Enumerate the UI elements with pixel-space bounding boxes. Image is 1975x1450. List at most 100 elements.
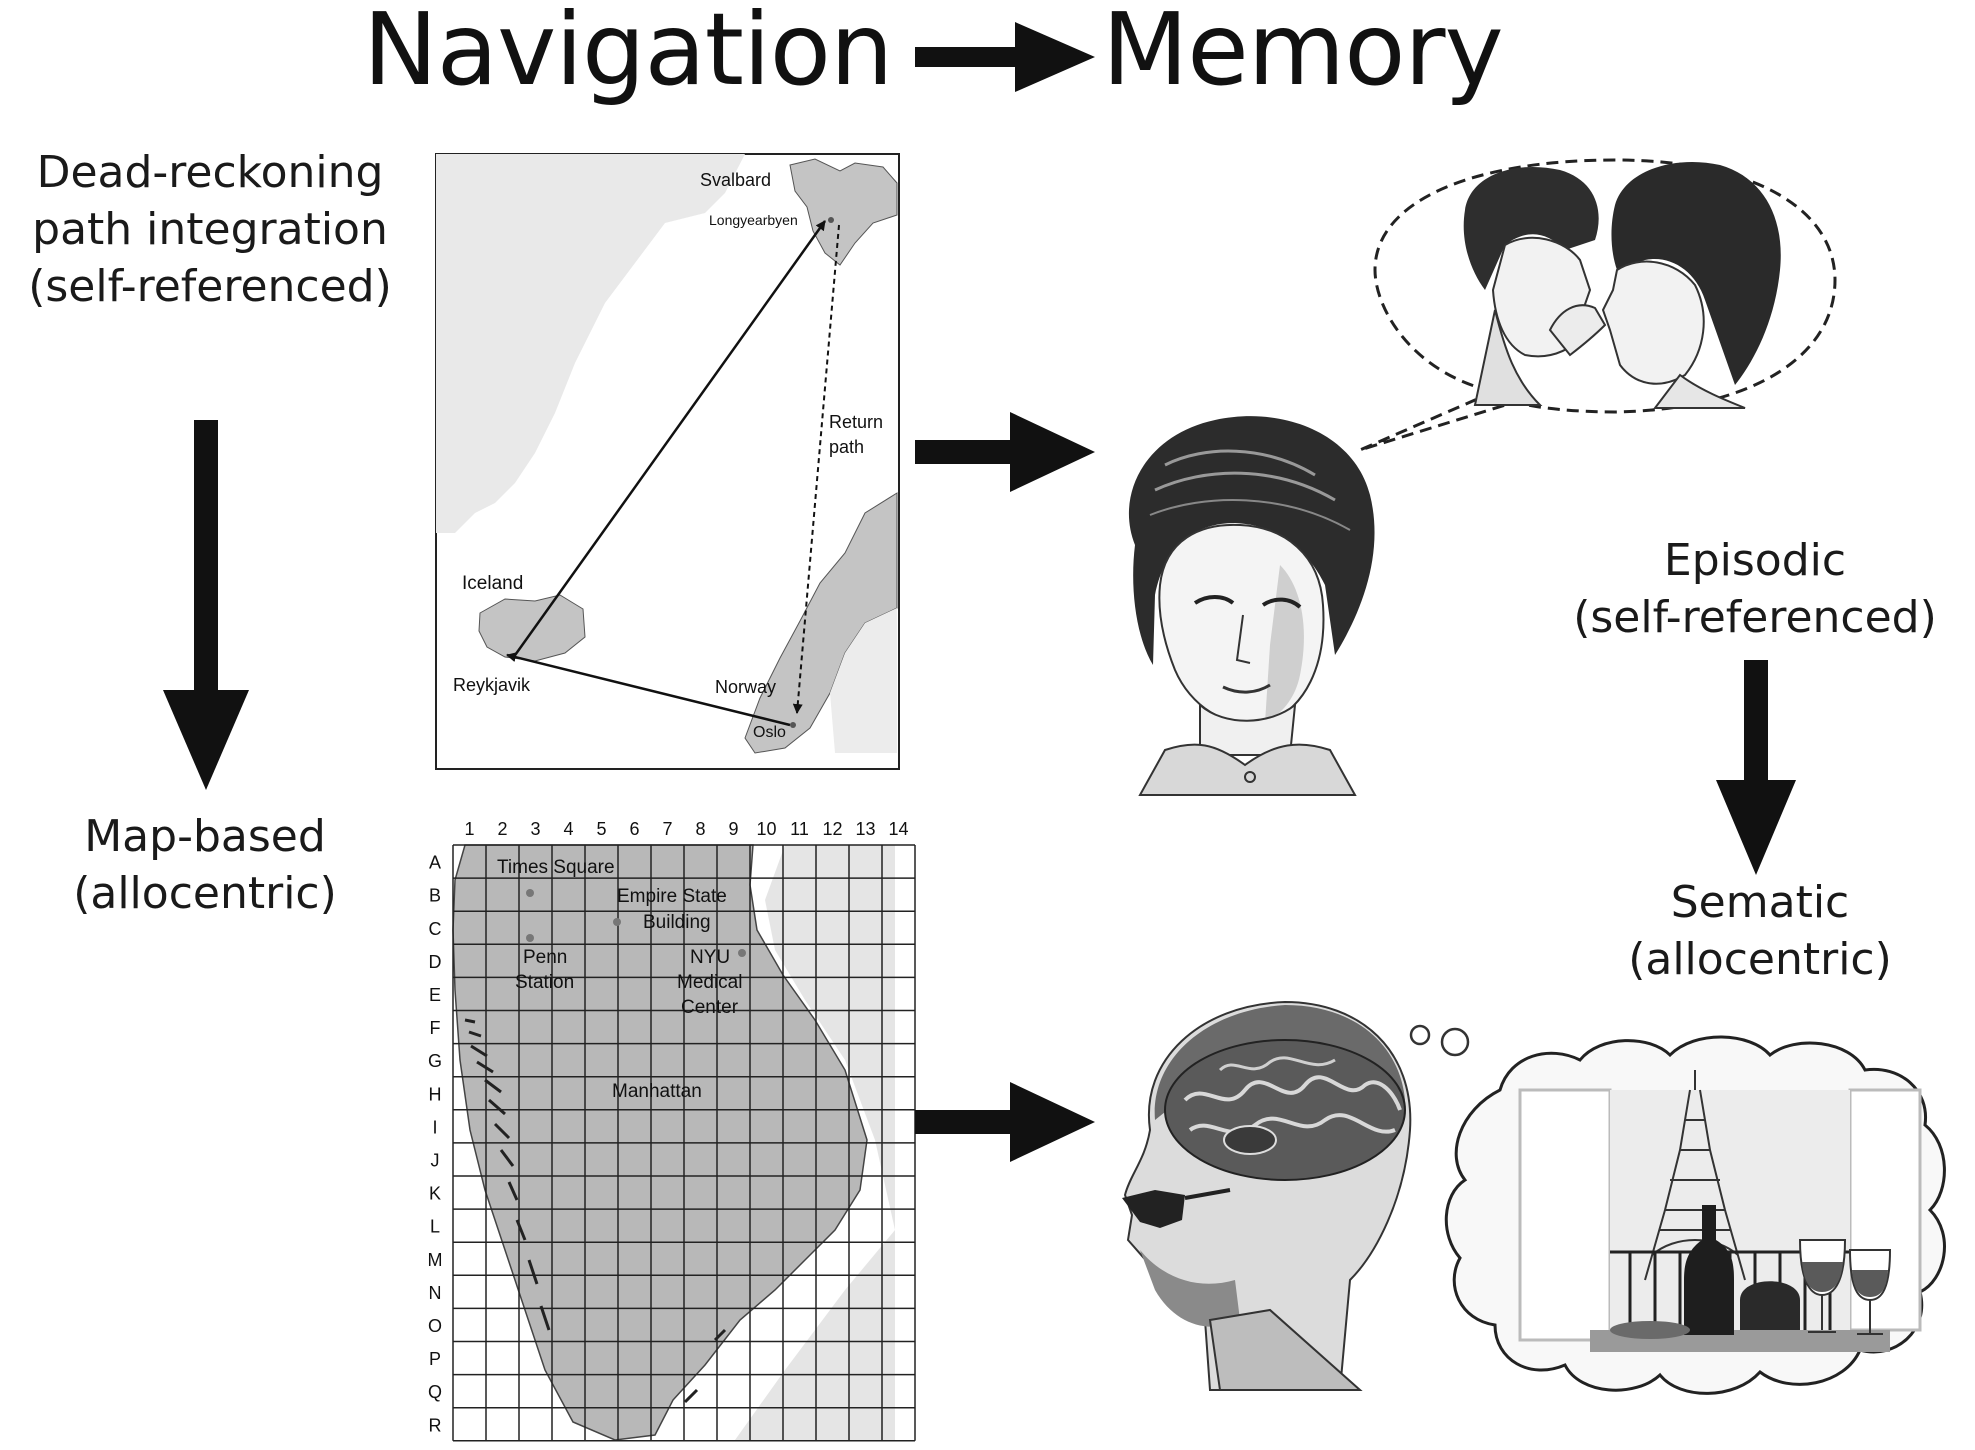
map-based-line-1: Map-based [84,811,326,862]
nyu-label-1: NYU [690,947,730,968]
kiss-right-hair [1611,161,1781,385]
window-left-frame [1518,1088,1612,1342]
norway-label: Norway [715,677,776,697]
wine-bottle [1684,1205,1734,1335]
chair [1740,1281,1800,1330]
penn-station-label-2: Station [515,972,574,993]
longyearbyen-dot [828,217,834,223]
grid-column-label: 4 [563,819,573,839]
dead-reckoning-line-2: path integration [32,204,388,255]
grid-lines [452,844,916,1442]
grid-column-label: 12 [822,819,842,839]
greenland-shape [436,154,745,533]
grid-column-label: 8 [695,819,705,839]
kiss-right-face [1601,260,1705,385]
grid-column-label: 13 [855,819,875,839]
grid-row-label: F [430,1018,441,1038]
oslo-dot [790,722,796,728]
memory-title: Memory [1102,0,1504,108]
oslo-label: Oslo [753,724,786,741]
kiss-left-hair [1463,166,1599,290]
nyu-dot [738,949,746,957]
reykjavik-label: Reykjavik [453,675,531,695]
navigation-title: Navigation [363,0,893,108]
thought-dot-medium [1440,1027,1470,1057]
episodic-thought-bubble [1359,158,1837,452]
iceland-label: Iceland [462,573,523,594]
grid-column-label: 11 [790,819,809,839]
man-with-brain-illustration [1122,1000,1470,1391]
nyu-label-3: Center [681,997,739,1018]
grid-row-label: J [431,1150,440,1170]
man-collar [1208,1308,1363,1391]
episodic-label: Episodic (self-referenced) [1535,532,1975,646]
grid-column-label: 1 [464,819,474,839]
wine-glass-left [1798,1239,1847,1333]
dead-reckoning-label: Dead-reckoning path integration (self-re… [10,144,410,315]
semantic-line-2: (allocentric) [1628,934,1892,985]
map-based-line-2: (allocentric) [73,868,337,919]
grid-row-label: G [428,1051,442,1071]
dead-reckoning-line-1: Dead-reckoning [36,147,384,198]
return-path-label-1: Return [829,412,883,432]
episodic-line-1: Episodic [1663,535,1847,586]
grid-row-label: R [429,1415,442,1435]
longyearbyen-label: Longyearbyen [709,212,798,228]
man-beard [1140,1250,1240,1327]
grid-row-label: Q [428,1382,442,1402]
grid-column-label: 7 [662,819,672,839]
woman-eye-right [1261,597,1302,609]
sweden-shape [830,608,897,753]
nordic-map: Svalbard Longyearbyen Return path Icelan… [435,153,900,770]
east-shore-shape [735,845,895,1440]
man-sunglasses [1122,1190,1185,1228]
grid-row-label: C [429,919,442,939]
grid-column-label: 9 [728,819,738,839]
manhattan-label: Manhattan [612,1081,702,1102]
episodic-line-2: (self-referenced) [1573,592,1937,643]
nyu-label-2: Medical [677,972,742,993]
grid-row-label: D [429,952,442,972]
semantic-thought-bubble [1444,1035,1946,1395]
right-arrow-bottom [915,1082,1095,1162]
penn-station-dot [526,934,534,942]
grid-row-label: K [429,1184,441,1204]
penn-station-label-1: Penn [523,947,567,968]
woman-mouth [1222,683,1271,694]
empire-state-label-1: Empire State [617,886,727,907]
brain [1164,1039,1406,1181]
grid-row-label: L [430,1217,440,1237]
grid-row-label: B [429,886,441,906]
grid-column-label: 14 [888,819,908,839]
outbound-path-oslo-reykjavik [506,652,791,727]
kiss-hand [1548,304,1607,357]
semantic-label: Sematic (allocentric) [1580,874,1940,988]
svalbard-shape [789,158,898,266]
grid-row-label: N [429,1283,442,1303]
grid-row-label: O [428,1316,442,1336]
grid-row-label: A [429,853,441,873]
outbound-path-iceland-svalbard [511,220,827,659]
svalbard-label: Svalbard [700,170,771,190]
grid-row-label: P [429,1349,441,1369]
grid-row-label: H [429,1084,442,1104]
empire-building-dot [613,918,621,926]
grid-row-label: I [432,1117,437,1137]
down-arrow-left [163,420,249,790]
grid-row-label: M [428,1250,443,1270]
west-piers [464,1018,727,1404]
woman-neck [1199,702,1297,756]
thought-dot-small [1409,1024,1431,1046]
title-arrow [915,22,1095,92]
down-arrow-right [1716,660,1796,875]
food-plate [1610,1321,1690,1339]
grid-column-label: 10 [756,819,776,839]
iceland-shape [478,594,586,662]
return-path-label-2: path [829,437,864,457]
grid-column-label: 6 [629,819,639,839]
wine-glass-right [1848,1249,1892,1335]
dead-reckoning-line-3: (self-referenced) [28,261,392,312]
